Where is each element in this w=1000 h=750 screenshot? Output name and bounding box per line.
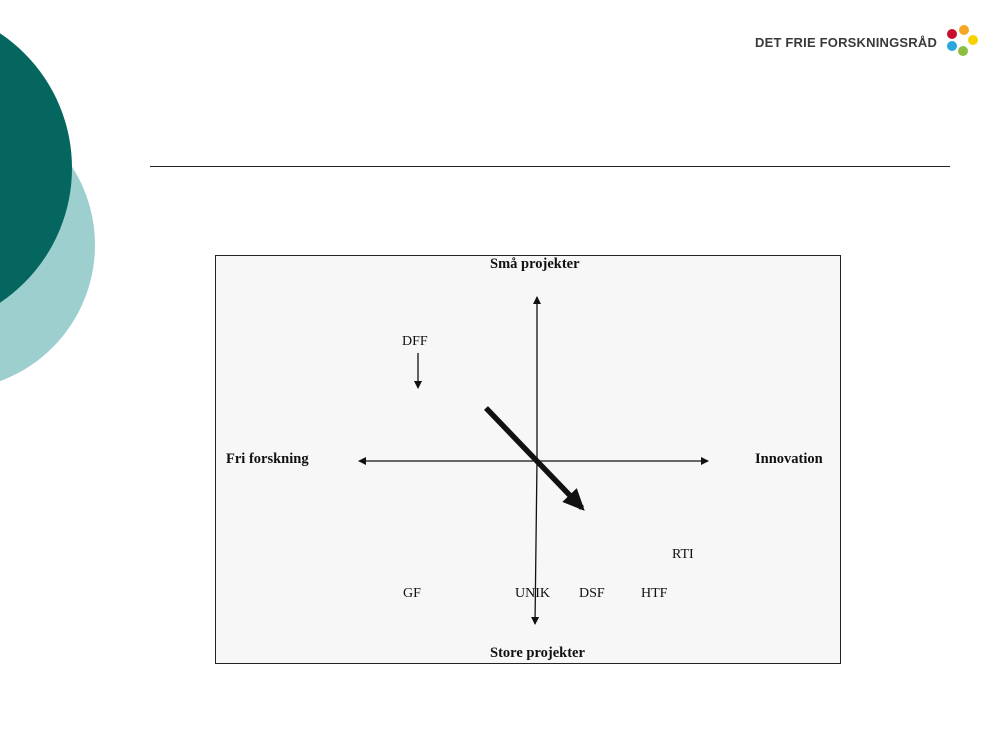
vertical-axis-down: [531, 460, 540, 625]
logo-dot-blue: [947, 41, 958, 51]
diagram-arrows: [358, 296, 709, 625]
trend-arrow: [484, 406, 585, 511]
label-dff: DFF: [402, 334, 428, 349]
logo-text: DET FRIE FORSKNINGSRÅD: [755, 34, 938, 50]
label-dsf: DSF: [579, 586, 605, 601]
label-htf: HTF: [641, 586, 668, 601]
quadrant-diagram: Små projekter Store projekter Fri forskn…: [215, 255, 841, 664]
label-rti: RTI: [672, 547, 694, 562]
logo-dot-orange: [959, 25, 970, 35]
decorative-circles: [0, 33, 95, 382]
axis-label-bottom: Store projekter: [490, 645, 585, 661]
axis-label-left: Fri forskning: [226, 451, 309, 467]
title-divider: [150, 166, 950, 167]
logo-dot-yellow: [968, 35, 979, 45]
organization-logo: DET FRIE FORSKNINGSRÅD: [755, 24, 979, 60]
logo-dots-icon: [947, 25, 979, 59]
logo-dot-red: [947, 29, 958, 39]
logo-dot-green: [958, 46, 969, 56]
label-gf: GF: [403, 586, 421, 601]
axis-label-top: Små projekter: [490, 256, 580, 272]
dark-teal-circle: [0, 33, 72, 303]
axis-label-right: Innovation: [755, 451, 823, 467]
label-unik: UNIK: [515, 586, 550, 601]
